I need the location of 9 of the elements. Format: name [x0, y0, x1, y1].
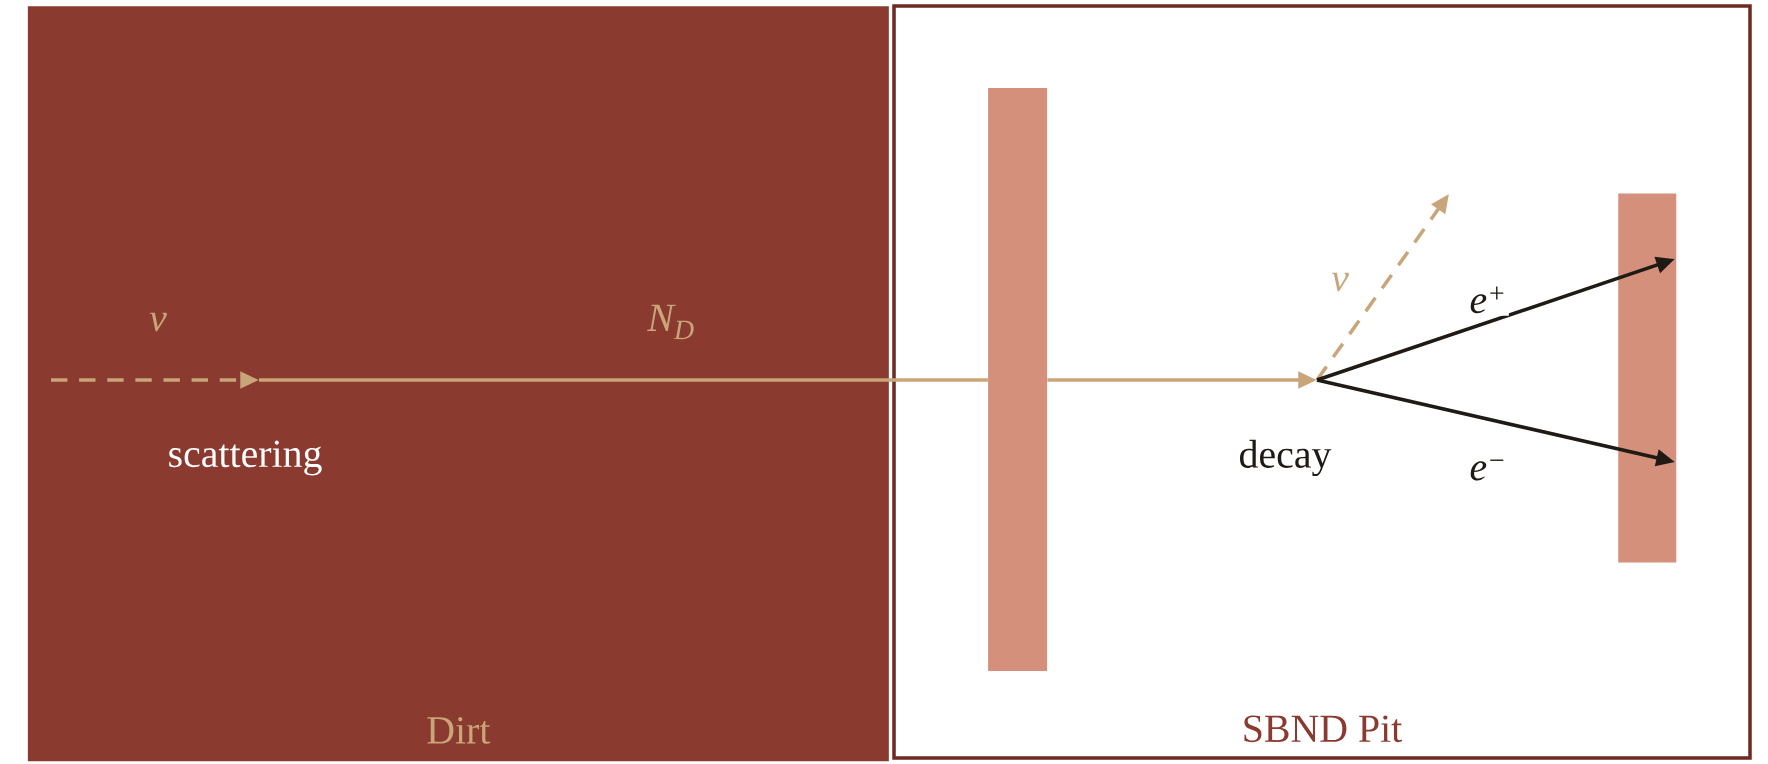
edge-label: ν: [146, 310, 170, 334]
edge-label: N$_{D}$: [645, 302, 697, 342]
detector-bar: [988, 88, 1048, 672]
edge-label: e$^{−}$: [1467, 457, 1509, 483]
edge-label: ν: [1328, 270, 1352, 294]
detector-bar: [1618, 193, 1677, 563]
vertex-label: scattering: [169, 440, 322, 476]
edge-label: e$^{+}$: [1467, 284, 1509, 316]
vertex-label: decay: [1240, 439, 1332, 477]
